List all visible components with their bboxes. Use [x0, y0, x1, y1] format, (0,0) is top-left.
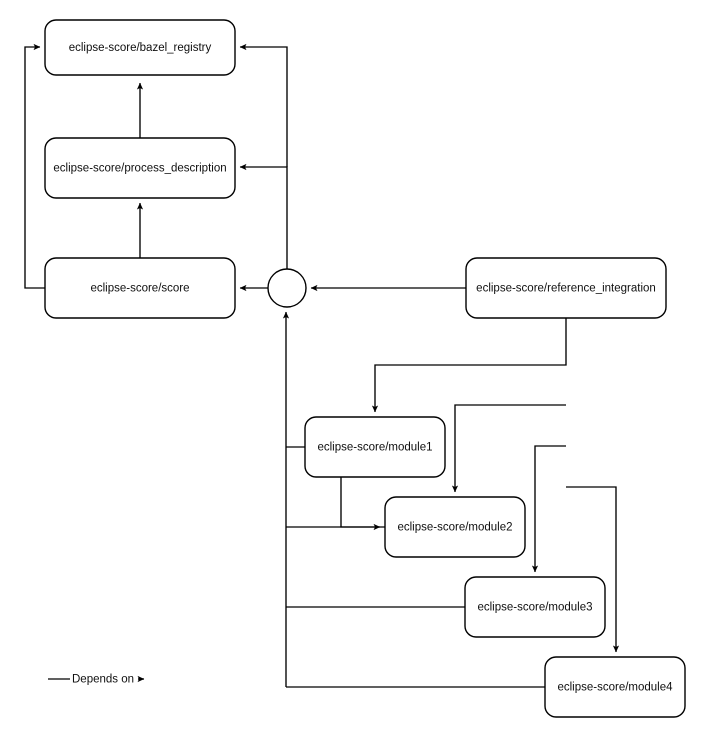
edge-reference_integration-to-module4 — [566, 486, 620, 653]
node-process_description[interactable]: eclipse-score/process_description — [44, 137, 236, 199]
edge-reference_integration-to-module3 — [531, 445, 566, 573]
node-box-reference_integration[interactable] — [465, 257, 667, 319]
node-box-score[interactable] — [44, 257, 236, 319]
node-label-bazel_registry: eclipse-score/bazel_registry — [69, 42, 212, 54]
edge-reference_integration-to-module1 — [371, 318, 567, 413]
node-score[interactable]: eclipse-score/score — [44, 257, 236, 319]
merge-junction[interactable] — [267, 268, 307, 308]
edge-junction-to-bazel_registry — [239, 43, 288, 167]
node-module4[interactable]: eclipse-score/module4 — [544, 656, 686, 718]
node-label-score: eclipse-score/score — [90, 283, 189, 295]
node-label-process_description: eclipse-score/process_description — [53, 163, 226, 175]
node-module3[interactable]: eclipse-score/module3 — [464, 576, 606, 638]
node-box-module3[interactable] — [464, 576, 606, 638]
node-box-bazel_registry[interactable] — [44, 19, 236, 76]
node-label-reference_integration: eclipse-score/reference_integration — [476, 283, 656, 295]
node-bazel_registry[interactable]: eclipse-score/bazel_registry — [44, 19, 236, 76]
edge-module1-to-module2 — [340, 477, 381, 531]
node-layer: eclipse-score/bazel_registry eclipse-scor… — [44, 19, 686, 718]
node-box-module4[interactable] — [544, 656, 686, 718]
edge-score-to-bazel_registry — [24, 43, 45, 289]
edge-junction-to-process_description — [239, 163, 288, 269]
node-module2[interactable]: eclipse-score/module2 — [384, 496, 526, 558]
node-box-process_description[interactable] — [44, 137, 236, 199]
edge-layer — [24, 43, 620, 688]
node-reference_integration[interactable]: eclipse-score/reference_integration — [465, 257, 667, 319]
edge-reference_integration-to-module2 — [451, 404, 566, 493]
merge-junction-circle[interactable] — [267, 268, 307, 308]
node-label-module3: eclipse-score/module3 — [477, 602, 592, 614]
legend-label: Depends on — [72, 674, 134, 686]
node-label-module2: eclipse-score/module2 — [397, 522, 512, 534]
node-label-module4: eclipse-score/module4 — [557, 682, 673, 694]
node-box-module2[interactable] — [384, 496, 526, 558]
legend: Depends on — [48, 674, 145, 686]
node-module1[interactable]: eclipse-score/module1 — [304, 416, 446, 478]
node-box-module1[interactable] — [304, 416, 446, 478]
node-label-module1: eclipse-score/module1 — [317, 442, 432, 454]
